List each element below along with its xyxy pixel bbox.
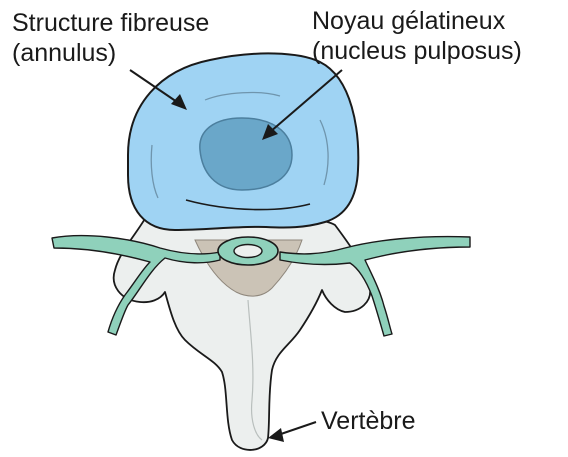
annulus-label-line-2: (annulus) [12,38,209,68]
nucleus-label: Noyau gélatineux (nucleus pulposus) [312,6,522,66]
annulus-label-line-1: Structure fibreuse [12,8,209,38]
intervertebral-disc [128,53,358,230]
nucleus-pulposus [200,118,292,190]
vertebra-arrowhead [268,428,284,442]
vertebra-label: Vertèbre [321,406,416,436]
vertebra-arrow-line [278,422,316,435]
nucleus-label-line-2: (nucleus pulposus) [312,36,522,66]
spinal-cord-center [234,245,262,258]
nucleus-label-line-1: Noyau gélatineux [312,6,522,36]
vertebra-label-text: Vertèbre [321,406,416,436]
annulus-label: Structure fibreuse (annulus) [12,8,209,68]
